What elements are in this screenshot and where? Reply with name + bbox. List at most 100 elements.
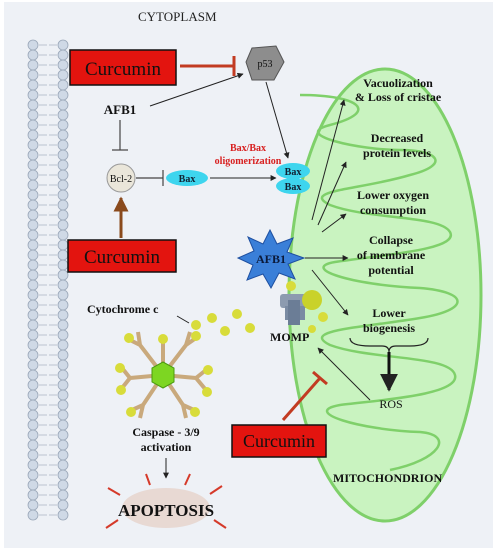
- membrane-bead: [27, 159, 39, 171]
- membrane-bead: [27, 269, 39, 281]
- membrane-bead: [27, 329, 39, 341]
- effect-biogenesis: Lower biogenesis: [363, 306, 415, 335]
- membrane-bead: [57, 489, 69, 501]
- apoptosis-burst: APOPTOSIS: [105, 473, 227, 529]
- membrane-bead: [57, 289, 69, 301]
- membrane-bead: [27, 179, 39, 191]
- effect-line: of membrane: [357, 248, 426, 262]
- arrow-p53-bax: [265, 81, 290, 159]
- effect-vacuolization: Vacuolization & Loss of cristae: [355, 76, 442, 104]
- membrane-bead: [57, 109, 69, 121]
- membrane-bead: [57, 139, 69, 151]
- membrane-bead: [57, 439, 69, 451]
- effect-line: Vacuolization: [363, 76, 433, 90]
- effect-arrows: [305, 99, 349, 316]
- membrane-bead: [27, 369, 39, 381]
- membrane-bead: [57, 199, 69, 211]
- membrane-bead: [57, 179, 69, 191]
- cell-membrane: [27, 39, 69, 521]
- membrane-bead: [57, 89, 69, 101]
- membrane-bead: [57, 59, 69, 71]
- caspase-complex: [115, 331, 213, 419]
- inhibition-bcl2-bax: [136, 170, 164, 186]
- membrane-bead: [27, 279, 39, 291]
- bax-label: Bax: [179, 174, 196, 185]
- caspase-label: Caspase - 3/9: [132, 425, 199, 439]
- membrane-bead: [57, 119, 69, 131]
- membrane-bead: [57, 159, 69, 171]
- membrane-bead: [27, 139, 39, 151]
- effect-line: biogenesis: [363, 321, 415, 335]
- membrane-bead: [57, 239, 69, 251]
- effect-line: protein levels: [363, 146, 431, 160]
- membrane-bead: [57, 149, 69, 161]
- membrane-bead: [57, 229, 69, 241]
- membrane-bead: [57, 319, 69, 331]
- membrane-bead: [27, 209, 39, 221]
- membrane-bead: [57, 169, 69, 181]
- membrane-bead: [27, 189, 39, 201]
- membrane-bead: [27, 259, 39, 271]
- effect-line: Lower oxygen: [357, 188, 429, 202]
- membrane-bead: [57, 99, 69, 111]
- membrane-bead: [27, 359, 39, 371]
- cytochrome-pointer: [176, 315, 190, 324]
- membrane-bead: [57, 329, 69, 341]
- membrane-bead: [57, 219, 69, 231]
- membrane-bead: [27, 319, 39, 331]
- membrane-bead: [27, 79, 39, 91]
- membrane-bead: [57, 69, 69, 81]
- membrane-bead: [27, 389, 39, 401]
- cytochrome-label: Cytochrome c: [87, 302, 159, 316]
- membrane-bead: [57, 49, 69, 61]
- membrane-bead: [27, 489, 39, 501]
- membrane-bead: [27, 339, 39, 351]
- membrane-bead: [27, 49, 39, 61]
- membrane-bead: [57, 389, 69, 401]
- effect-line: Lower: [372, 306, 406, 320]
- caspase-label: activation: [141, 440, 192, 454]
- curcumin-box: Curcumin: [67, 239, 177, 273]
- mitochondrion-label: MITOCHONDRION: [333, 471, 442, 485]
- effect-line: potential: [368, 263, 414, 277]
- membrane-bead: [57, 249, 69, 261]
- curcumin-label: Curcumin: [85, 59, 161, 80]
- membrane-bead: [57, 279, 69, 291]
- p53-node: p53: [245, 45, 285, 81]
- bax-label: Bax: [285, 167, 302, 178]
- membrane-bead: [27, 249, 39, 261]
- membrane-bead: [57, 79, 69, 91]
- oligomerization-label: Bax/Bax: [230, 143, 266, 154]
- membrane-bead: [27, 129, 39, 141]
- inhibition-afb1-bcl2: [112, 120, 128, 151]
- membrane-bead: [57, 419, 69, 431]
- membrane-bead: [57, 449, 69, 461]
- cytoplasm-label: CYTOPLASM: [138, 9, 217, 24]
- momp-label: MOMP: [270, 330, 309, 344]
- bax-label: Bax: [285, 182, 302, 193]
- momp-channel: [280, 281, 328, 333]
- membrane-bead: [57, 359, 69, 371]
- membrane-bead: [27, 69, 39, 81]
- bcl2-node: Bcl-2: [106, 163, 136, 193]
- membrane-bead: [27, 199, 39, 211]
- membrane-bead: [57, 39, 69, 51]
- membrane-bead: [27, 399, 39, 411]
- inhibition-curcumin-p53: [180, 56, 236, 76]
- membrane-bead: [27, 89, 39, 101]
- membrane-bead: [27, 149, 39, 161]
- effect-protein-levels: Decreased protein levels: [363, 131, 431, 160]
- membrane-bead: [27, 229, 39, 241]
- afb1-star-label: AFB1: [256, 252, 286, 266]
- membrane-bead: [57, 369, 69, 381]
- membrane-bead: [57, 509, 69, 521]
- p53-label: p53: [258, 59, 273, 70]
- membrane-bead: [57, 409, 69, 421]
- arrow-afb1-p53: [149, 72, 244, 107]
- membrane-bead: [57, 429, 69, 441]
- effect-line: & Loss of cristae: [355, 90, 442, 104]
- bax-node: Bax: [166, 170, 208, 186]
- membrane-bead: [27, 309, 39, 321]
- membrane-bead: [57, 299, 69, 311]
